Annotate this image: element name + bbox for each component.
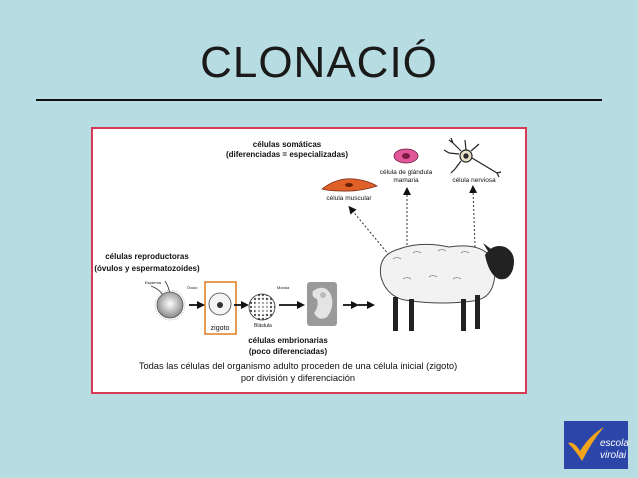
sperm-label: Esperma	[145, 280, 162, 285]
reproductive-cells-label: células reproductoras	[105, 252, 189, 261]
cloning-diagram: células somáticas (diferenciadas = espec…	[91, 127, 527, 394]
nerve-cell-label: célula nerviosa	[452, 177, 496, 184]
caption-line-1: Todas las células del organismo adulto p…	[139, 361, 457, 371]
zygote-highlight-box	[204, 281, 237, 335]
blastula-label: Blástula	[254, 323, 272, 329]
differentiation-arrows	[348, 185, 478, 256]
muscle-cell-label: célula muscular	[326, 195, 372, 202]
gland-cell-label: célula de glándula	[380, 169, 433, 176]
egg-label: Óvulo	[187, 285, 198, 290]
morula-icon	[248, 293, 276, 321]
muscle-cell-icon	[321, 178, 378, 192]
gland-cell-icon	[393, 148, 419, 164]
somatic-cells-sublabel: (diferenciadas = especializadas)	[226, 150, 348, 159]
somatic-cells-label: células somáticas	[253, 140, 322, 149]
logo-text-1: escola	[600, 438, 628, 449]
embryonic-cells-label: células embrionarias	[248, 336, 328, 345]
zygote-icon	[208, 292, 232, 316]
slide-title: CLONACIÓ	[200, 38, 438, 87]
nerve-cell-icon	[443, 137, 502, 178]
checkmark-icon	[568, 427, 604, 461]
egg-sperm-icon	[150, 280, 186, 321]
school-logo: escola virolai	[564, 421, 628, 469]
embryo-icon	[307, 282, 337, 326]
reproductive-cells-sublabel: (óvulos y espermatozoides)	[94, 264, 200, 273]
logo-text-2: virolai	[600, 450, 627, 461]
caption-line-2: por división y diferenciación	[241, 373, 355, 383]
gland-cell-label-2: mamaria	[393, 177, 419, 184]
zygote-label: zigoto	[211, 325, 230, 332]
title-divider	[36, 99, 602, 101]
embryonic-cells-sublabel: (poco diferenciadas)	[249, 347, 328, 356]
morula-label: Mórula	[277, 285, 290, 290]
sheep-icon	[379, 243, 514, 331]
